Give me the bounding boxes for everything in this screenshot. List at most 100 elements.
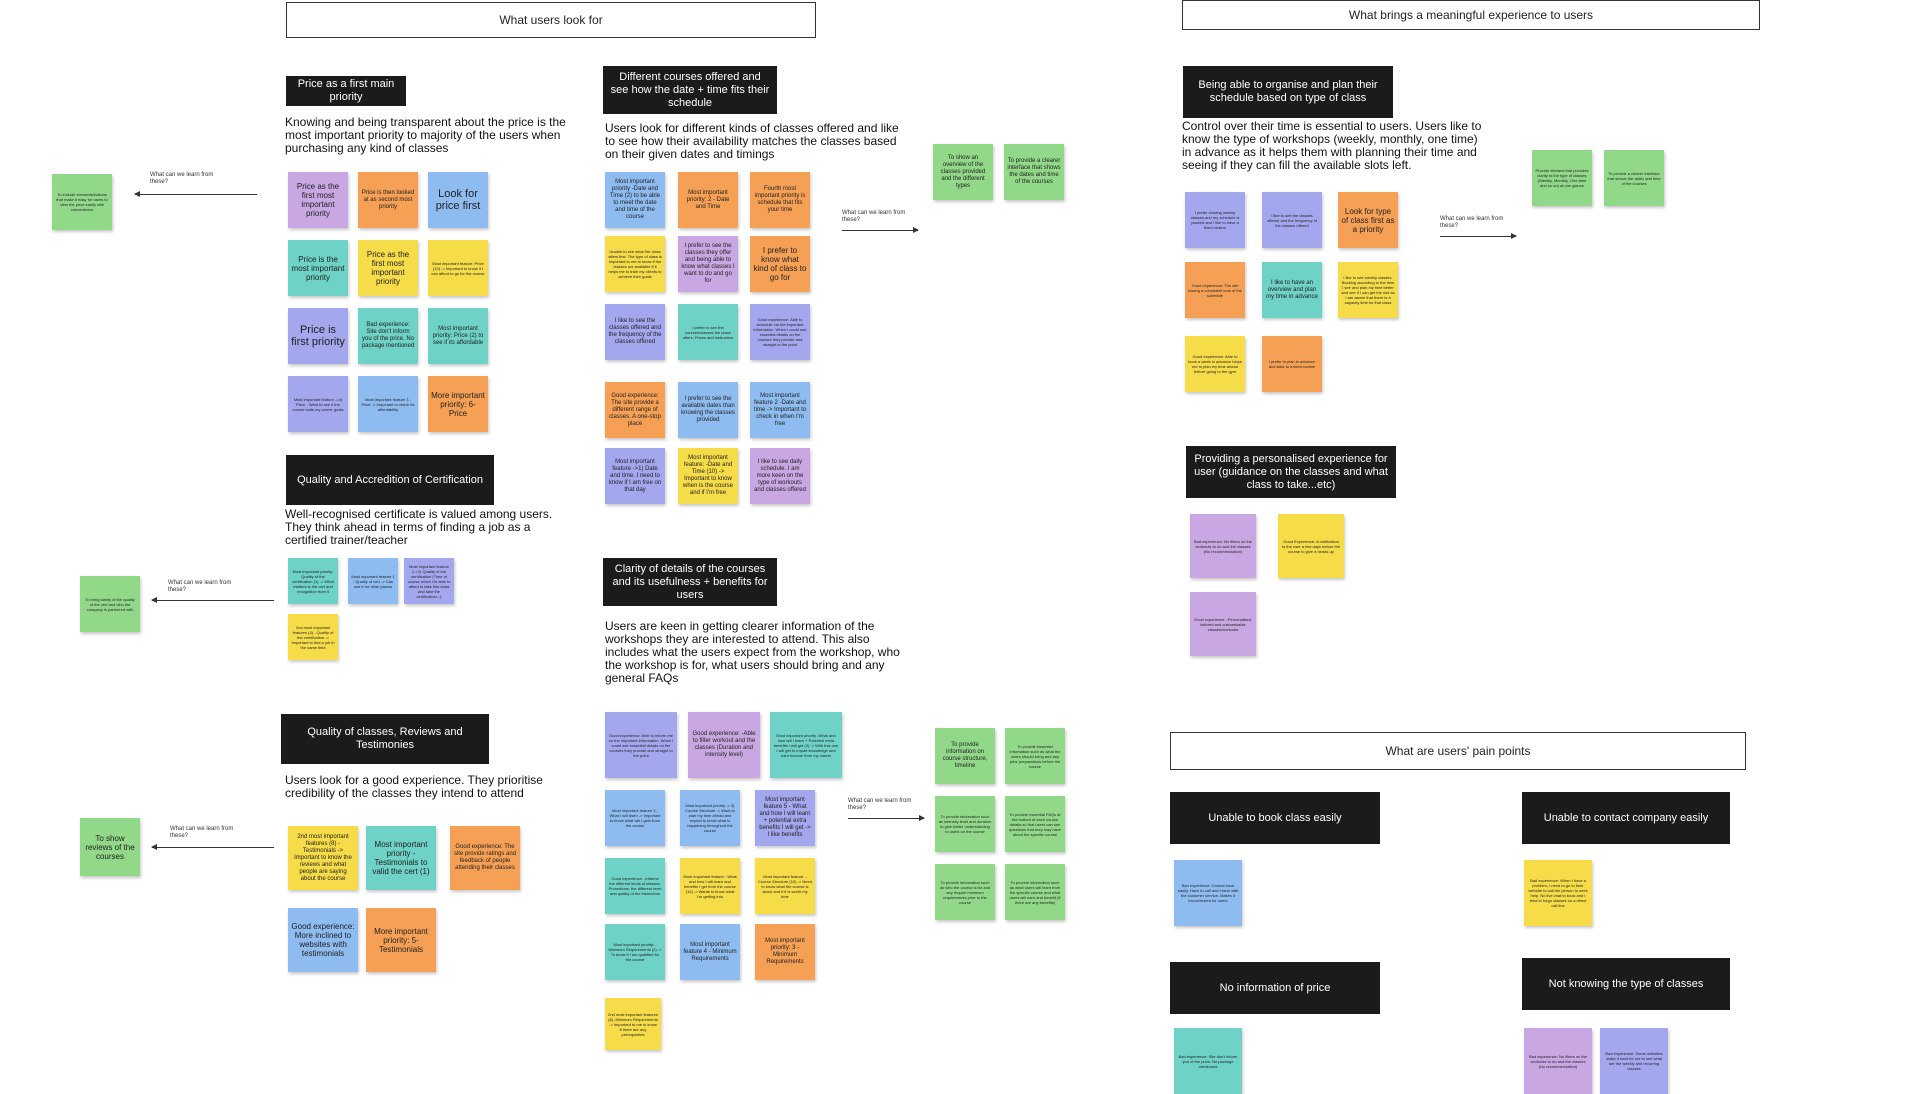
organise-note: I like to see the classes offered and th… <box>1262 192 1322 248</box>
price-note: Look for price first <box>428 172 488 228</box>
organise-note: I like to have an overview and plan my t… <box>1262 262 1322 318</box>
courses-header: Different courses offered and see how th… <box>603 66 777 114</box>
personalised-note: Good experience: -Personalised, tailored… <box>1190 592 1256 656</box>
clarity-note: Most important priority -> 3) Course Str… <box>680 790 740 846</box>
organise-header: Being able to organise and plan their sc… <box>1183 66 1393 118</box>
pain-type-header: Not knowing the type of classes <box>1522 958 1730 1010</box>
price-description: Knowing and being transparent about the … <box>285 115 566 155</box>
learning-note: To provide essential FAQs at the bottom … <box>1005 796 1065 852</box>
organise-note: I like to see weekly classes. Booking ac… <box>1338 262 1398 318</box>
quality-note: Most important feature 1 - Quality of ce… <box>348 558 398 604</box>
quality-note: Most important priority: Quality of the … <box>288 558 338 604</box>
price-note: Price as the first most important priori… <box>288 172 348 228</box>
courses-note: I prefer to know what kind of class to g… <box>750 236 810 292</box>
quality-description: Well-recognised certificate is valued am… <box>285 507 553 547</box>
reviews-note: Most important priority -Testimonials to… <box>366 826 436 890</box>
price-note: More important priority: 6- Price <box>428 376 488 432</box>
pain-contact-header: Unable to contact company easily <box>1522 792 1730 844</box>
pain-book-header: Unable to book class easily <box>1170 792 1380 844</box>
learning-note: To bring clarity of the quality of the c… <box>80 576 140 632</box>
learning-note: To show reviews of the courses <box>80 818 140 876</box>
ask-label: What can we learn from these? <box>1440 216 1504 229</box>
arrow-icon <box>842 227 919 233</box>
ask-label: What can we learn from these? <box>848 798 912 811</box>
quality-note: 2nd most important features (4) - Qualit… <box>288 614 338 660</box>
personalised-note: Bad experience: No filters on the workou… <box>1190 514 1256 578</box>
learning-note: To include elements/buttons that make it… <box>52 174 112 230</box>
courses-note: I like to see the classes offered and th… <box>605 304 665 360</box>
clarity-description: Users are keen in getting clearer inform… <box>605 619 900 685</box>
learning-note: To provide information on course structu… <box>935 728 995 784</box>
personalised-header: Providing a personalised experience for … <box>1186 446 1396 498</box>
courses-note: Most important feature ->1) Date and tim… <box>605 448 665 504</box>
reviews-description: Users look for a good experience. They p… <box>285 773 543 800</box>
price-note: Most important feature ->4) Price - Want… <box>288 376 348 432</box>
courses-note: Most important priority: 2 - Date and Ti… <box>678 172 738 228</box>
courses-note: I prefer to see the available dates than… <box>678 382 738 438</box>
organise-note: I prefer viewing weekly classes and my s… <box>1185 192 1245 248</box>
clarity-note: Good experience: Able to inform me on th… <box>605 712 677 778</box>
price-note: Price as the first most important priori… <box>358 240 418 296</box>
reviews-note: Good experience: More inclined to websit… <box>288 908 358 972</box>
section-title-meaningful-experience: What brings a meaningful experience to u… <box>1182 0 1760 30</box>
arrow-icon <box>848 815 925 821</box>
organise-note: I prefer to plan in advance and stick to… <box>1262 336 1322 392</box>
arrow-icon <box>151 844 274 850</box>
reviews-note: 2nd most important features (8) -Testimo… <box>288 826 358 890</box>
clarity-note: Most important priority -What and how wi… <box>770 712 842 778</box>
reviews-note: Good experience: The site provide rating… <box>450 826 520 890</box>
learning-note: To provide information such as who the c… <box>935 864 995 920</box>
price-note: Price is first priority <box>288 308 348 364</box>
courses-description: Users look for different kinds of classe… <box>605 121 899 161</box>
learning-note: To provide a clearer interface that show… <box>1604 150 1664 206</box>
clarity-note: Good experience: -Able to filter workout… <box>688 712 760 778</box>
reviews-header: Quality of classes, Reviews and Testimon… <box>281 714 489 764</box>
pain-note: Bad experience: Some websites make it ha… <box>1600 1028 1668 1094</box>
clarity-note: Most important feature: -Course Structur… <box>755 858 815 914</box>
price-note: Price is then looked at as second most p… <box>358 172 418 228</box>
arrow-icon <box>134 191 257 197</box>
learning-note: To provide essential information such as… <box>1005 728 1065 784</box>
organise-note: Look for type of class first as a priori… <box>1338 192 1398 248</box>
price-note: Most important feature 3 - Price -> Impo… <box>358 376 418 432</box>
price-note: Price is the most important priority <box>288 240 348 296</box>
courses-note: I prefer to see the courses/classes the … <box>678 304 738 360</box>
ask-label: What can we learn from these? <box>150 172 214 185</box>
clarity-note: Good experience: -Informs the different … <box>605 858 665 914</box>
ask-label: What can we learn from these? <box>168 580 232 593</box>
organise-note: Good experience: The site having a consi… <box>1185 262 1245 318</box>
courses-note: I like to see daily schedule. I am more … <box>750 448 810 504</box>
courses-note: Most important feature 2 -Date and time … <box>750 382 810 438</box>
reviews-note: More important priority: 5- Testimonials <box>366 908 436 972</box>
courses-note: Good experience: The site provide a diff… <box>605 382 665 438</box>
courses-note: Fourth most important priority is schedu… <box>750 172 810 228</box>
courses-note: Unable to see what the class offers firs… <box>605 236 665 292</box>
organise-description: Control over their time is essential to … <box>1182 119 1482 172</box>
price-header: Price as a first main priority <box>286 76 406 106</box>
pain-note: Bad experience: No filters on the workou… <box>1524 1028 1592 1094</box>
clarity-note: Most important feature 4 - Minimum Requi… <box>680 924 740 980</box>
clarity-note: Most important priority: -Minimum Requir… <box>605 924 665 980</box>
courses-note: Good experience: Able to schedule via th… <box>750 304 810 360</box>
learning-note: To provide information such as what user… <box>1005 864 1065 920</box>
learning-note: To provide information such as intensity… <box>935 796 995 852</box>
pain-note: Bad experience: Site don't inform you of… <box>1174 1028 1242 1094</box>
clarity-note: More important feature: -What and how I … <box>680 858 740 914</box>
ask-label: What can we learn from these? <box>170 826 234 839</box>
clarity-note: Most important feature 3 -What I will le… <box>605 790 665 846</box>
section-title-users-look-for: What users look for <box>286 2 816 38</box>
clarity-note: 2nd most important features (8) -Minimum… <box>605 998 661 1050</box>
learning-note: To show an overview of the classes provi… <box>933 144 993 200</box>
courses-note: Most important priority -Date and Time (… <box>605 172 665 228</box>
price-note: Bad experience: Site don't inform you of… <box>358 308 418 364</box>
arrow-icon <box>1440 233 1517 239</box>
quality-header: Quality and Accredition of Certification <box>286 455 494 505</box>
price-note: Most important priority: Price (2) to se… <box>428 308 488 364</box>
learning-note: To provide a clearer interface that show… <box>1004 144 1064 200</box>
clarity-note: Most important feature 5 - What and how … <box>755 790 815 846</box>
clarity-header: Clarity of details of the courses and it… <box>603 558 777 606</box>
clarity-note: Most important priority: 3 - Minimum Req… <box>755 924 815 980</box>
price-note: Most important feature: Price (10) -> Im… <box>428 240 488 296</box>
quality-note: Most important feature 1->1) Quality of … <box>404 558 454 604</box>
pain-note: Bad experience: When I have a problem, I… <box>1524 860 1592 926</box>
